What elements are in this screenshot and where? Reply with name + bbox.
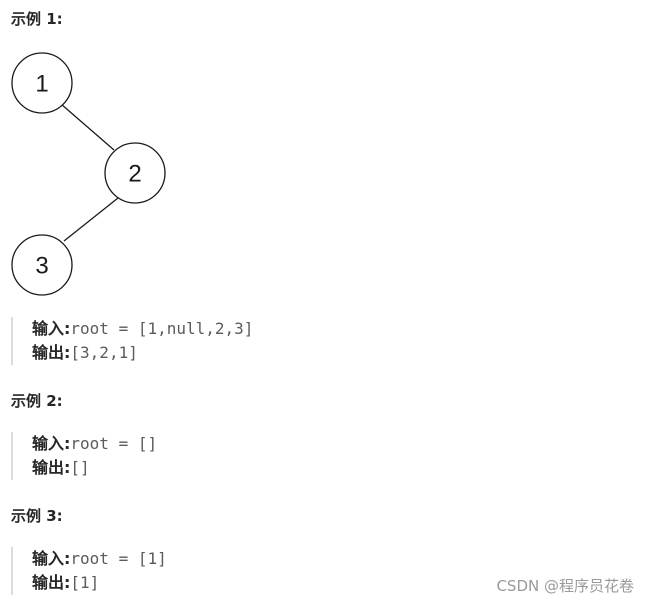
example-2-heading: 示例 2:	[11, 392, 63, 410]
example-3-input-line: 输入:root = [1]	[32, 547, 650, 571]
input-label: 输入:	[32, 434, 71, 453]
example-3-output-line: 输出:[1]	[32, 571, 650, 595]
output-value: [3,2,1]	[70, 343, 138, 362]
edge-2-3	[63, 197, 119, 242]
binary-tree-diagram: 1 2 3	[11, 52, 166, 296]
example-3-heading: 示例 3:	[11, 507, 63, 525]
example-2-output-line: 输出:[]	[32, 456, 650, 480]
input-value: root = [1,null,2,3]	[70, 319, 254, 338]
edge-1-2	[60, 103, 115, 151]
example-2-input-line: 输入:root = []	[32, 432, 650, 456]
example-3-block: 输入:root = [1] 输出:[1]	[11, 547, 650, 595]
input-label: 输入:	[32, 549, 71, 568]
output-label: 输出:	[32, 458, 71, 477]
example-1-block: 输入:root = [1,null,2,3] 输出:[3,2,1]	[11, 317, 650, 365]
output-label: 输出:	[32, 343, 71, 362]
watermark: CSDN @程序员花卷	[496, 577, 634, 595]
tree-node-3: 3	[11, 234, 73, 296]
input-value: root = []	[70, 434, 158, 453]
tree-node-3-label: 3	[35, 253, 48, 280]
example-1-heading: 示例 1:	[11, 10, 63, 28]
output-label: 输出:	[32, 573, 71, 592]
tree-node-2: 2	[104, 142, 166, 204]
input-label: 输入:	[32, 319, 71, 338]
output-value: [1]	[70, 573, 100, 592]
example-1-output-line: 输出:[3,2,1]	[32, 341, 650, 365]
example-1-input-line: 输入:root = [1,null,2,3]	[32, 317, 650, 341]
tree-node-1-label: 1	[35, 71, 48, 98]
example-2-block: 输入:root = [] 输出:[]	[11, 432, 650, 480]
tree-node-1: 1	[11, 52, 73, 114]
tree-node-2-label: 2	[128, 161, 141, 188]
input-value: root = [1]	[70, 549, 167, 568]
output-value: []	[70, 458, 90, 477]
